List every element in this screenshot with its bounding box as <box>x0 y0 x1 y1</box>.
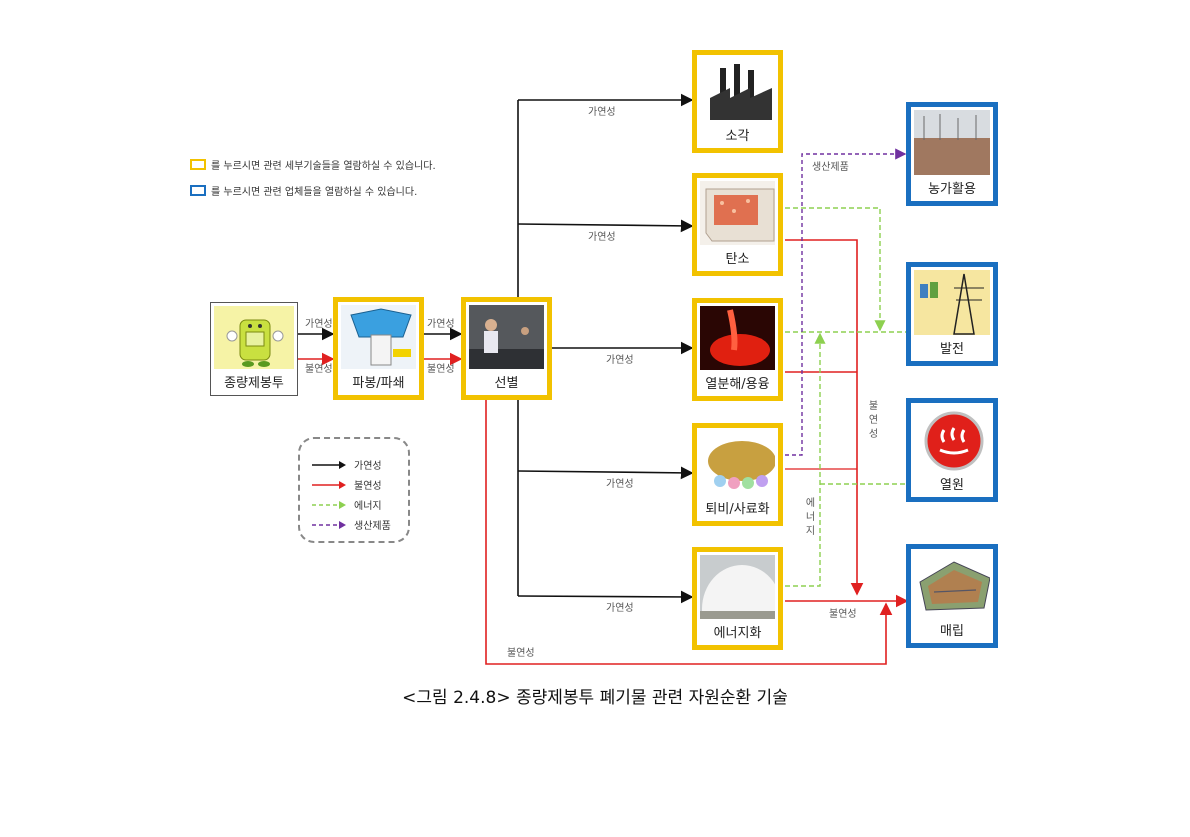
node-compost-label: 퇴비/사료화 <box>705 502 770 517</box>
edge-sort-landfill-bottom <box>485 398 893 665</box>
legend-yellow-row: 를 누르시면 관련 세부기술들을 열람하실 수 있습니다. <box>190 157 436 172</box>
farm-field-icon <box>914 110 990 175</box>
node-source[interactable]: 종량제봉투 <box>210 302 298 396</box>
legend-blue-row: 를 누르시면 관련 업체들을 열람하실 수 있습니다. <box>190 183 417 198</box>
edge-to-compost <box>517 466 694 480</box>
compost-pile-icon <box>700 431 775 495</box>
node-crush-label: 파봉/파쇄 <box>352 376 405 391</box>
node-agri-label: 농가활용 <box>928 182 976 197</box>
node-heat-label: 열원 <box>940 478 964 493</box>
edge-energy-up <box>785 332 826 587</box>
node-landfill[interactable]: 매립 <box>906 544 998 648</box>
node-incinerate[interactable]: 소각 <box>692 50 783 153</box>
label-compost: 가연성 <box>606 478 634 490</box>
trash-bag-mascot-icon <box>214 306 294 369</box>
label-carbonize: 가연성 <box>588 231 616 243</box>
node-carbonize-label: 탄소 <box>725 252 750 267</box>
label-crush-noncomb: 불연성 <box>427 363 455 375</box>
label-noncomb-vertical: 불연성 <box>866 400 877 442</box>
label-energy: 가연성 <box>606 602 634 614</box>
label-product: 생산제품 <box>812 161 849 173</box>
edge-to-carbonize <box>517 219 694 233</box>
node-carbonize[interactable]: 탄소 <box>692 173 783 276</box>
kiln-furnace-icon <box>700 181 775 245</box>
blue-square-icon <box>190 185 206 196</box>
label-src-noncomb: 불연성 <box>305 363 333 375</box>
factory-chimney-icon <box>700 58 775 122</box>
yellow-square-icon <box>190 159 206 170</box>
line-legend: 가연성 불연성 에너지 생산제품 <box>298 437 410 543</box>
edge-product-agri <box>785 148 907 456</box>
node-heat[interactable]: 열원 <box>906 398 998 502</box>
label-pyrolysis: 가연성 <box>606 354 634 366</box>
node-energy-label: 에너지화 <box>713 626 762 641</box>
node-incinerate-label: 소각 <box>725 129 750 144</box>
legend-item-product: 생산제품 <box>312 517 391 532</box>
node-pyrolysis-label: 열분해/용융 <box>705 377 770 392</box>
edge-energy-power <box>785 207 886 332</box>
legend-item-energy: 에너지 <box>312 497 382 512</box>
landfill-site-icon <box>914 552 990 617</box>
label-bottom-noncomb: 불연성 <box>507 647 535 659</box>
molten-metal-icon <box>700 306 775 370</box>
crusher-machine-icon <box>341 305 416 369</box>
legend-blue-text: 를 누르시면 관련 업체들을 열람하실 수 있습니다. <box>211 187 418 198</box>
node-power-label: 발전 <box>940 342 964 357</box>
node-sort-label: 선별 <box>494 376 519 391</box>
label-src-comb: 가연성 <box>305 318 333 330</box>
label-incinerate: 가연성 <box>588 106 616 118</box>
node-landfill-label: 매립 <box>940 624 964 639</box>
node-compost[interactable]: 퇴비/사료화 <box>692 423 783 526</box>
label-energy-landfill: 불연성 <box>829 608 857 620</box>
dome-digester-icon <box>700 555 775 619</box>
node-power[interactable]: 발전 <box>906 262 998 366</box>
edge-to-energy <box>517 590 694 604</box>
label-energy-vertical: 에너지 <box>803 497 814 539</box>
legend-item-noncombustible: 불연성 <box>312 477 382 492</box>
legend-item-combustible: 가연성 <box>312 457 382 472</box>
node-pyrolysis[interactable]: 열분해/용융 <box>692 298 783 401</box>
node-source-label: 종량제봉투 <box>224 376 284 391</box>
sorting-line-photo-icon <box>469 305 544 369</box>
heat-source-icon <box>914 406 990 471</box>
power-tower-icon <box>914 270 990 335</box>
node-energy[interactable]: 에너지화 <box>692 547 783 650</box>
node-sort[interactable]: 선별 <box>461 297 552 400</box>
figure-caption: <그림 2.4.8> 종량제봉투 폐기물 관련 자원순환 기술 <box>402 688 788 708</box>
legend-yellow-text: 를 누르시면 관련 세부기술들을 열람하실 수 있습니다. <box>211 161 436 172</box>
edge-carbonize-landfill <box>785 239 864 596</box>
label-crush-comb: 가연성 <box>427 318 455 330</box>
node-agri[interactable]: 농가활용 <box>906 102 998 206</box>
node-crush[interactable]: 파봉/파쇄 <box>333 297 424 400</box>
